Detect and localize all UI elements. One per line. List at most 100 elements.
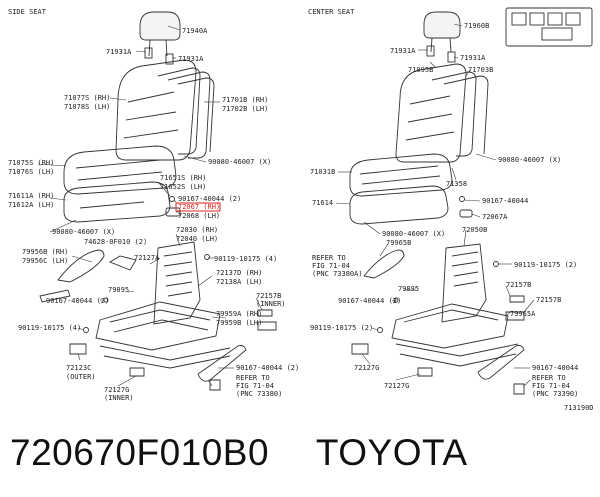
part-label: (OUTER) — [66, 373, 96, 381]
part-label: 71078S (LH) — [64, 103, 110, 111]
part-label: 72123C — [66, 364, 91, 372]
part-label: 71931A — [390, 47, 416, 55]
section-title-side-seat: SIDE SEAT — [8, 8, 47, 16]
part-label: 72030 (RH) — [176, 226, 218, 234]
seatback-cover-drawing — [115, 59, 197, 161]
part-label: 72050B — [462, 226, 487, 234]
part-label: REFER TO — [312, 254, 346, 262]
product-caption: 720670F010B0 TOYOTA — [10, 432, 590, 492]
seatback-frame-drawing — [441, 243, 487, 323]
part-label: 71940A — [182, 27, 208, 35]
part-label: 71701B (RH) — [222, 96, 268, 104]
part-label: 72138A (LH) — [216, 278, 262, 286]
part-label: 72127G — [104, 386, 129, 394]
part-label: 71703B — [468, 66, 493, 74]
part-label: 71031B — [310, 168, 335, 176]
part-label: 72137D (RH) — [216, 269, 262, 277]
recliner-cover-drawing — [57, 249, 105, 283]
center-seat-leader-lines — [335, 23, 535, 387]
part-label: 90080-46007 (X) — [382, 230, 445, 238]
part-label: 90167-40044 (2) — [338, 297, 401, 305]
part-label: 72157B — [536, 296, 561, 304]
part-label: (PNC 73380A) — [312, 270, 363, 278]
seat-cushion-frame-drawing — [95, 301, 221, 351]
part-label: 90119-10175 (2) — [514, 261, 577, 269]
side-seat-illustration — [39, 11, 277, 391]
part-label: (PNC 73390) — [532, 390, 578, 398]
part-label: 71077S (RH) — [64, 94, 110, 102]
lever-drawing — [477, 345, 525, 380]
part-label: (INNER) — [104, 394, 134, 402]
part-label: 90119-10175 (2) — [310, 324, 373, 332]
part-label: 90167-40044 — [532, 364, 578, 372]
part-label: 90080-46007 (X) — [208, 158, 271, 166]
part-label: FIG 71-04 — [532, 382, 570, 390]
part-label: FIG 71-04 — [312, 262, 350, 270]
headrest-drawing — [139, 11, 181, 41]
part-label: 79895 — [108, 286, 129, 294]
seat-cushion-frame-drawing — [391, 303, 509, 349]
part-label: (PNC 73380) — [236, 390, 282, 398]
part-label: 72157B — [256, 292, 281, 300]
cushion-pad-drawing — [63, 181, 171, 223]
part-label: 72127A — [134, 254, 160, 262]
part-label: 74628-0F010 (2) — [84, 238, 147, 246]
part-label: 71358 — [446, 180, 467, 188]
part-label: 72067A — [482, 213, 508, 221]
part-label: 90167-40044 (2) — [236, 364, 299, 372]
part-label: 72127G — [384, 382, 409, 390]
part-label: 79965A — [510, 310, 536, 318]
part-label: 79956C (LH) — [22, 257, 68, 265]
part-label: 90119-10175 (4) — [18, 324, 81, 332]
part-label: 72068 (LH) — [178, 212, 220, 220]
part-label: 71702B (LH) — [222, 105, 268, 113]
part-label: 71076S (LH) — [8, 168, 54, 176]
part-label: 71095B — [408, 66, 433, 74]
center-seat-illustration — [349, 7, 593, 395]
part-label: 90080-46007 (X) — [52, 228, 115, 236]
part-label: 71075S (RH) — [8, 159, 54, 167]
part-label: 79965B — [386, 239, 411, 247]
part-label: 72127G — [354, 364, 379, 372]
part-number: 720670F010B0 — [10, 432, 270, 473]
part-label: 71651S (RH) — [160, 174, 206, 182]
part-label: REFER TO — [532, 374, 566, 382]
center-seat-labels: 71960B 71931A 71931A 71095B 71703B 90080… — [310, 22, 578, 398]
part-label: 79956B (RH) — [22, 248, 68, 256]
cushion-cover-drawing — [63, 145, 177, 195]
part-label: 71652S (LH) — [160, 183, 206, 191]
part-label: 90119-10175 (4) — [214, 255, 277, 263]
part-label: 90080-46007 (X) — [498, 156, 561, 164]
part-label: FIG 71-04 — [236, 382, 274, 390]
brand-name: TOYOTA — [315, 432, 468, 473]
side-seat-leader-lines — [37, 25, 263, 387]
highlighted-part-box — [175, 202, 221, 212]
highlighted-part-label: 72067 (RH) — [178, 203, 220, 211]
part-label: 90167-40044 — [482, 197, 528, 205]
headrest-drawing — [423, 11, 461, 39]
seatback-cover-drawing — [395, 63, 467, 163]
part-label: 71960B — [464, 22, 489, 30]
part-label: 72040 (LH) — [176, 235, 218, 243]
part-label: 90167-40044 (2) — [178, 195, 241, 203]
part-label: 71611A (RH) — [8, 192, 54, 200]
recliner-cover-drawing — [363, 249, 405, 279]
part-label: 79959B (LH) — [216, 319, 262, 327]
cushion-cover-drawing — [349, 153, 453, 197]
part-label: 79959A (RH) — [216, 310, 262, 318]
seat-location-inset — [505, 7, 593, 47]
part-label: 71931A — [178, 55, 204, 63]
cushion-pad-drawing — [349, 185, 449, 225]
part-label: 72157B — [506, 281, 531, 289]
part-label: REFER TO — [236, 374, 270, 382]
section-title-center-seat: CENTER SEAT — [308, 8, 355, 16]
figure-id: 713190D — [564, 404, 594, 412]
part-label: 90167-40044 (2) — [46, 297, 109, 305]
part-label: 71931A — [460, 54, 486, 62]
lever-drawing — [197, 345, 247, 382]
part-label: 71614 — [312, 199, 333, 207]
part-label: 71612A (LH) — [8, 201, 54, 209]
part-label: (INNER) — [256, 300, 286, 308]
part-label: 79895 — [398, 285, 419, 293]
